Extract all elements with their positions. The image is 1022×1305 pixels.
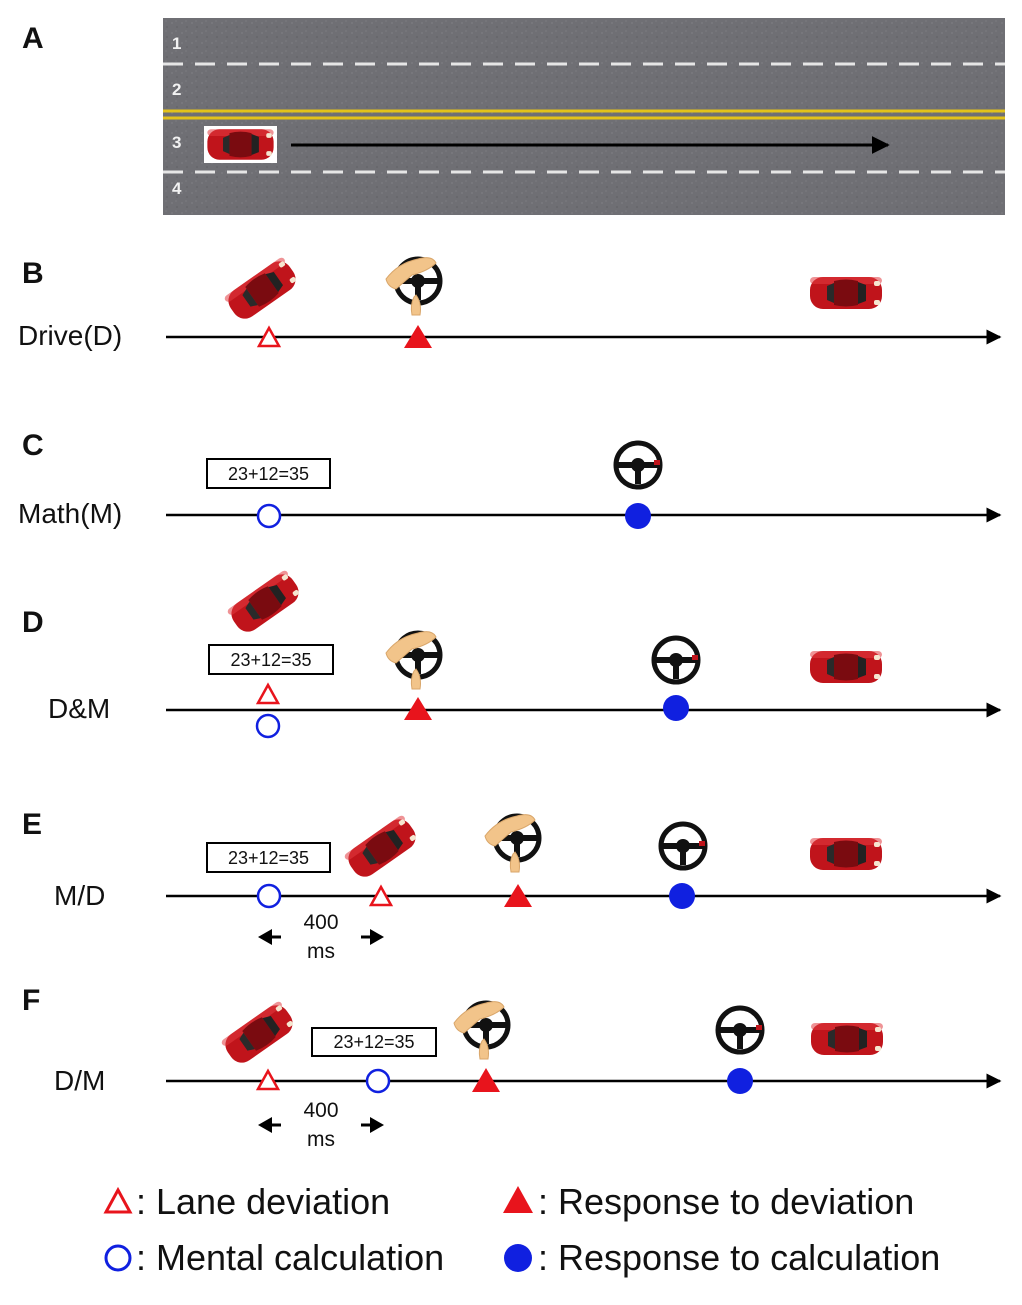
equation-box: [206, 458, 331, 489]
panel-letter-e: E: [22, 808, 42, 841]
lane-number-4: 4: [172, 179, 182, 198]
legend-response-to-deviation-symbol: [503, 1186, 533, 1213]
row-label-m-then-d: M/D: [54, 880, 105, 911]
lane-number-2: 2: [172, 80, 181, 99]
interval-annotation: 400 ms: [258, 1099, 384, 1151]
steering-wheel-icon: [718, 1008, 762, 1052]
row-label-math: Math(M): [18, 498, 122, 529]
legend: : Lane deviation : Response to deviation…: [103, 1181, 940, 1278]
panel-letter-a: A: [22, 22, 44, 55]
steering-hands-icon: [485, 815, 539, 872]
equation-box: [311, 1027, 437, 1057]
equation-box: [206, 842, 331, 873]
mental-calculation-marker: [256, 883, 282, 909]
steering-hands-icon: [386, 632, 440, 689]
steering-wheel-icon: [654, 638, 698, 682]
legend-response-to-calculation-symbol: [504, 1244, 532, 1272]
legend-response-to-deviation-label: : Response to deviation: [538, 1181, 914, 1222]
steering-wheel-icon: [661, 824, 705, 868]
interval-arrow-right: [370, 929, 384, 945]
lane-deviation-marker: [256, 325, 282, 348]
interval-value: 400: [303, 1099, 338, 1122]
steering-wheel-icon: [616, 443, 660, 487]
lane-deviation-marker: [255, 682, 281, 705]
deviating-car-icon: [226, 569, 304, 637]
panel-letter-b: B: [22, 257, 44, 290]
row-label-drive: Drive(D): [18, 320, 122, 351]
interval-annotation: 400 ms: [258, 911, 384, 963]
response-to-deviation-marker: [472, 1068, 500, 1092]
car-icon: [811, 1023, 883, 1055]
panel-letter-f: F: [22, 984, 40, 1017]
steering-hands-icon: [386, 258, 440, 315]
car-icon: [810, 277, 882, 309]
interval-arrow-right: [370, 1117, 384, 1133]
deviating-car-icon: [220, 1000, 298, 1068]
interval-arrow-left: [258, 1117, 272, 1133]
equation-text: 23+12=35: [333, 1032, 414, 1052]
panel-letter-d: D: [22, 606, 44, 639]
response-to-deviation-marker: [504, 884, 532, 907]
equation-text: 23+12=35: [228, 848, 309, 868]
interval-unit: ms: [307, 940, 335, 963]
mental-calculation-marker: [256, 503, 282, 529]
lane-deviation-marker: [368, 884, 394, 907]
mental-calculation-marker: [255, 713, 281, 739]
legend-response-to-calculation-label: : Response to calculation: [538, 1237, 940, 1278]
legend-lane-deviation-label: : Lane deviation: [136, 1181, 390, 1222]
response-to-deviation-marker: [404, 325, 432, 348]
response-to-calculation-marker: [663, 695, 689, 721]
lane-number-1: 1: [172, 34, 181, 53]
legend-mental-calculation-symbol: [104, 1244, 132, 1272]
legend-mental-calculation-label: : Mental calculation: [136, 1237, 444, 1278]
equation-text: 23+12=35: [228, 464, 309, 484]
lane-deviation-marker: [255, 1068, 281, 1091]
deviating-car-icon: [223, 256, 301, 324]
interval-unit: ms: [307, 1128, 335, 1151]
response-to-calculation-marker: [625, 503, 651, 529]
car-icon: [207, 129, 274, 160]
row-label-d-then-m: D/M: [54, 1065, 105, 1096]
response-to-deviation-marker: [404, 697, 432, 720]
mental-calculation-marker: [365, 1068, 391, 1094]
car-icon: [810, 838, 882, 870]
road-illustration: 1 2 3 4: [163, 18, 1005, 215]
response-to-calculation-marker: [669, 883, 695, 909]
lane-number-3: 3: [172, 133, 181, 152]
equation-box: [208, 644, 334, 675]
steering-hands-icon: [454, 1002, 508, 1059]
car-icon: [810, 651, 882, 683]
equation-text: 23+12=35: [230, 650, 311, 670]
legend-lane-deviation-symbol: [103, 1186, 133, 1214]
interval-value: 400: [303, 911, 338, 934]
response-to-calculation-marker: [727, 1068, 753, 1094]
row-label-d-and-m: D&M: [48, 693, 110, 724]
deviating-car-icon: [343, 814, 421, 882]
panel-letter-c: C: [22, 429, 44, 462]
interval-arrow-left: [258, 929, 272, 945]
